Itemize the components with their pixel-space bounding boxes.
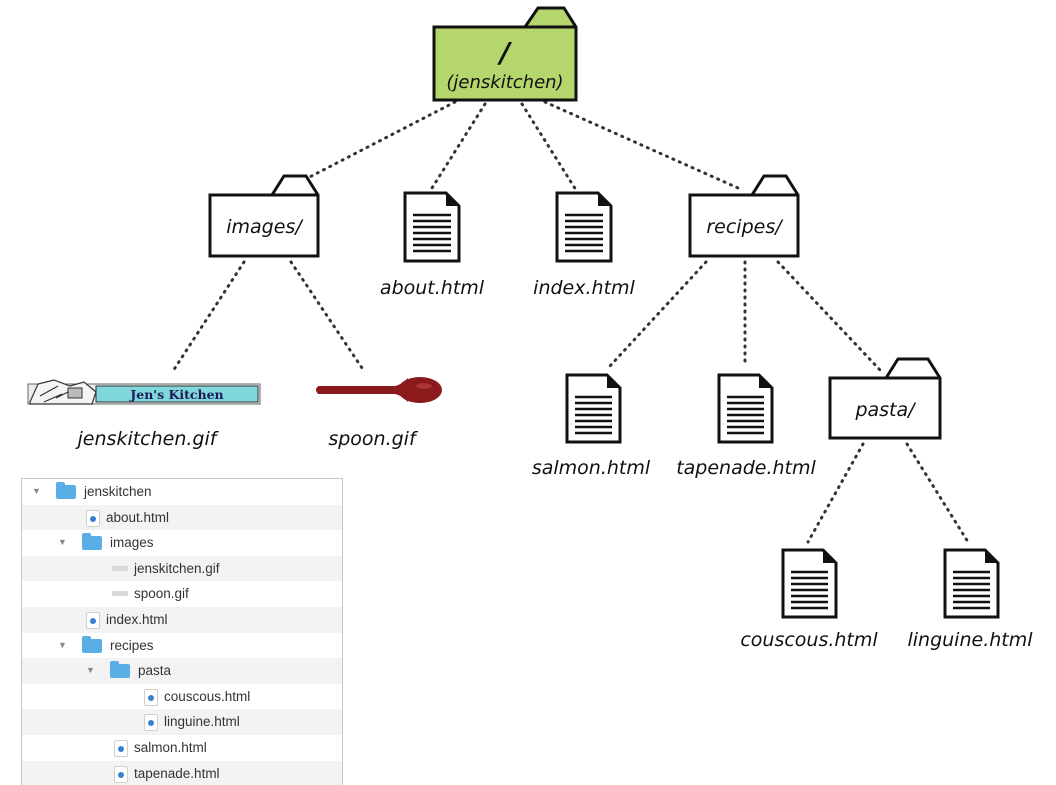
disclosure-triangle-icon[interactable]: ▼ <box>32 486 41 496</box>
jenskitchen-banner-image: Jen's Kitchen <box>27 379 261 405</box>
html-file-icon <box>114 765 128 783</box>
connector-images-spoon-gif <box>289 260 366 373</box>
file-list-row[interactable]: index.html <box>22 606 342 633</box>
root-folder-icon: / (jenskitchen) <box>432 6 578 102</box>
html-file-icon <box>144 688 158 706</box>
gif-file-icon <box>112 591 128 597</box>
connector-root-index <box>520 102 578 192</box>
html-file-icon <box>114 739 128 757</box>
connector-recipes-salmon <box>608 260 708 368</box>
file-list-row[interactable]: salmon.html <box>22 735 342 761</box>
connector-recipes-pasta <box>776 260 882 372</box>
html-file-icon <box>86 509 100 527</box>
index-html-label: index.html <box>533 277 635 299</box>
connector-root-about <box>430 102 487 190</box>
about-html-label: about.html <box>380 277 485 299</box>
tapenade-html-document-icon <box>717 373 774 444</box>
file-list-item-label: tapenade.html <box>134 765 220 781</box>
file-list-row[interactable]: couscous.html <box>22 684 342 710</box>
root-folder-label: (jenskitchen) <box>446 72 563 93</box>
file-list-item-label: about.html <box>106 509 170 525</box>
connector-root-recipes <box>543 100 740 190</box>
file-list-item-label: index.html <box>106 611 168 627</box>
disclosure-triangle-icon[interactable]: ▼ <box>58 537 67 548</box>
about-html-document-icon <box>403 191 461 263</box>
file-list-item-label: jenskitchen.gif <box>134 560 220 576</box>
gif-file-icon <box>112 565 128 571</box>
recipes-folder-label: recipes/ <box>706 216 784 238</box>
folder-icon <box>110 661 130 679</box>
file-list-row[interactable]: ▼ recipes <box>22 633 342 659</box>
pasta-folder-label: pasta/ <box>854 399 917 421</box>
couscous-html-document-icon <box>781 548 838 619</box>
file-list-row[interactable]: linguine.html <box>22 709 342 735</box>
file-list-row[interactable]: ▼ images <box>22 530 342 556</box>
salmon-html-label: salmon.html <box>532 457 651 479</box>
connector-pasta-linguine <box>905 442 970 544</box>
file-list-row[interactable]: ▼ jenskitchen <box>22 479 342 505</box>
tree-connectors <box>171 100 970 544</box>
file-list-row[interactable]: tapenade.html <box>22 760 342 785</box>
file-list-row[interactable]: jenskitchen.gif <box>22 555 342 582</box>
file-list-panel: ▼ jenskitchen about.html ▼ images jenskitchen… <box>21 478 343 785</box>
salmon-html-document-icon <box>565 373 622 444</box>
file-list-item-label: images <box>110 535 154 551</box>
html-file-icon <box>144 714 158 732</box>
file-list-row[interactable]: about.html <box>22 504 342 531</box>
jenskitchen-gif-label: jenskitchen.gif <box>75 428 220 450</box>
file-list-item-label: pasta <box>138 663 172 679</box>
html-file-icon <box>86 611 100 629</box>
root-folder-shape <box>432 6 578 102</box>
spoon-gif-label: spoon.gif <box>328 428 419 450</box>
spoon-image <box>316 377 442 403</box>
file-list-item-label: recipes <box>110 637 154 653</box>
linguine-html-label: linguine.html <box>907 629 1033 651</box>
recipes-folder-icon: recipes/ <box>688 174 800 258</box>
folder-icon <box>56 482 76 499</box>
images-folder-label: images/ <box>226 216 304 238</box>
file-list-item-label: spoon.gif <box>134 586 189 602</box>
file-list-row[interactable]: spoon.gif <box>22 581 342 607</box>
file-list-item-label: jenskitchen <box>84 484 152 499</box>
disclosure-triangle-icon[interactable]: ▼ <box>86 665 95 676</box>
file-list-item-label: couscous.html <box>164 688 251 704</box>
file-list-item-label: linguine.html <box>164 714 240 730</box>
file-list-item-label: salmon.html <box>134 739 207 755</box>
folder-icon <box>82 533 102 551</box>
connector-pasta-couscous <box>806 442 865 544</box>
disclosure-triangle-icon[interactable]: ▼ <box>58 639 67 650</box>
connector-root-images <box>298 100 457 184</box>
connector-images-jenskitchen-gif <box>171 260 246 373</box>
folder-icon <box>82 635 102 653</box>
couscous-html-label: couscous.html <box>740 629 878 651</box>
root-slash-label: / <box>497 36 513 69</box>
banner-text: Jen's Kitchen <box>129 387 223 402</box>
index-html-document-icon <box>555 191 613 263</box>
tapenade-html-label: tapenade.html <box>676 457 816 479</box>
pasta-folder-icon: pasta/ <box>828 357 942 440</box>
images-folder-icon: images/ <box>208 174 320 258</box>
file-list-row[interactable]: ▼ pasta <box>22 658 342 684</box>
linguine-html-document-icon <box>943 548 1000 619</box>
